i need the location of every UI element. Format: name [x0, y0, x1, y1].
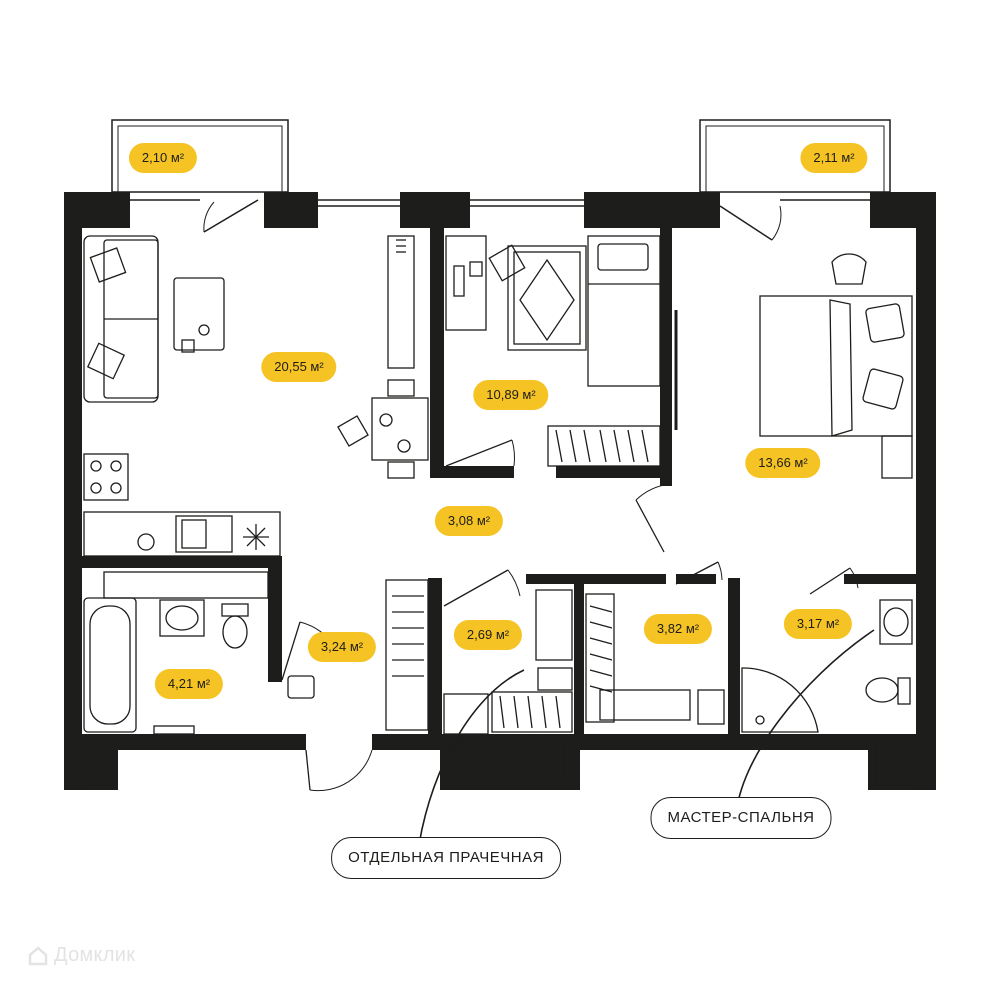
doormat	[287, 675, 315, 699]
rug	[507, 245, 587, 351]
bed-icon	[587, 235, 661, 387]
area-badge-balcony-right: 2,11 м²	[800, 143, 868, 173]
sink-icon	[879, 599, 913, 645]
balconies-and-windows	[111, 119, 891, 241]
sofa-icon	[83, 235, 159, 403]
area-badge-laundry: 2,69 м²	[453, 620, 523, 650]
door	[809, 567, 851, 595]
coffee-table	[173, 277, 225, 351]
area-badge-bedroom: 10,89 м²	[473, 380, 549, 410]
hall-wardrobe	[385, 579, 429, 731]
walk-in-closet	[585, 593, 725, 725]
bathtub-icon	[83, 597, 137, 733]
area-badge-wardrobe: 3,82 м²	[643, 614, 713, 644]
toilet-icon	[865, 677, 911, 705]
desk-icon	[445, 235, 526, 331]
stove-icon	[83, 453, 129, 501]
sink-icon	[159, 599, 205, 637]
area-badge-entrance: 3,24 м²	[307, 632, 377, 662]
dining-table	[337, 379, 429, 479]
door	[281, 621, 301, 681]
watermark-logo: Домклик	[54, 944, 136, 966]
door	[675, 561, 719, 585]
door	[445, 439, 513, 467]
area-badge-master-bedroom: 13,66 м²	[745, 448, 821, 478]
callout-master-bedroom: МАСТЕР-СПАЛЬНЯ	[650, 797, 832, 839]
dishwasher	[137, 533, 155, 551]
freezer-icon	[243, 524, 269, 550]
wardrobe-bedroom	[547, 425, 661, 467]
entrance-door	[305, 749, 311, 791]
shower-icon	[741, 667, 819, 733]
master-bed-icon	[759, 253, 913, 479]
sink-icon	[175, 515, 233, 553]
master-callout-line	[735, 629, 875, 817]
area-badge-balcony-left: 2,10 м²	[128, 143, 198, 173]
laundry-machines	[443, 589, 573, 735]
door	[635, 499, 665, 553]
area-badge-master-bath: 3,17 м²	[783, 609, 853, 639]
area-badge-hall: 3,08 м²	[434, 506, 504, 536]
toilet-icon	[221, 603, 249, 649]
tv-cabinet	[387, 235, 415, 369]
area-badge-bathroom: 4,21 м²	[154, 669, 224, 699]
house-icon	[28, 946, 48, 966]
kitchen-counter	[83, 511, 281, 557]
area-badge-living-kitchen: 20,55 м²	[261, 352, 337, 382]
door	[443, 569, 509, 607]
walls	[64, 192, 936, 790]
callout-laundry: ОТДЕЛЬНАЯ ПРАЧЕЧНАЯ	[331, 837, 561, 879]
furniture	[83, 235, 913, 792]
